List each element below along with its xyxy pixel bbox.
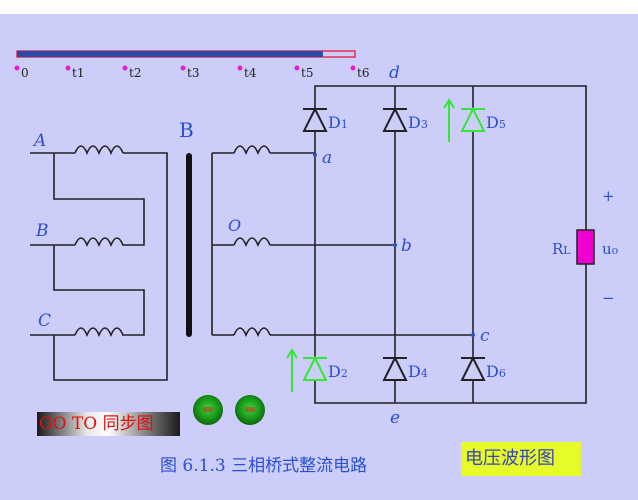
label-B: B	[35, 221, 49, 241]
timeline-marker[interactable]: t3	[180, 65, 200, 81]
timeline-marker[interactable]: 0	[14, 65, 29, 81]
diode-symbol-icon	[460, 355, 486, 381]
transformer-core	[186, 153, 192, 337]
marker-label: t6	[357, 66, 369, 80]
figure-caption: 图 6.1.3 三相桥式整流电路	[160, 456, 368, 476]
step-button[interactable]	[235, 395, 265, 425]
circuit-stage: 0 t1 t2 t3 t4 t5 t6 A B C B O RL uo + − D1 D3 D5…	[0, 14, 638, 500]
current-arrows	[286, 98, 455, 392]
diode-symbol-icon	[302, 355, 328, 381]
diode-d6: D6	[460, 355, 506, 381]
marker-label: t4	[244, 66, 257, 80]
diode-symbol-icon	[460, 106, 486, 132]
diode-d1: D1	[302, 106, 348, 132]
marker-label: t3	[187, 66, 199, 80]
node-a-label: a	[322, 148, 332, 168]
coil-b	[74, 237, 124, 248]
diode-symbol-icon	[382, 355, 408, 381]
diode-label: D3	[408, 113, 428, 132]
play-button[interactable]	[193, 395, 223, 425]
node-a-dot	[313, 153, 317, 157]
marker-dot	[294, 65, 300, 71]
node-b-label: b	[401, 236, 412, 256]
diode-symbol-icon	[382, 106, 408, 132]
diode-label: D6	[486, 362, 506, 381]
timeline-marker[interactable]: t6	[350, 65, 370, 81]
marker-label: t2	[129, 66, 141, 80]
diode-d4: D4	[382, 355, 428, 381]
primary-winding	[30, 145, 168, 381]
diode-d5: D5	[460, 106, 506, 132]
timeline: 0 t1 t2 t3 t4 t5 t6	[14, 65, 370, 81]
label-A: A	[32, 131, 46, 151]
minus-sign: −	[602, 289, 615, 307]
marker-dot	[180, 65, 186, 71]
marker-label: t1	[72, 66, 84, 80]
button-mark-icon	[203, 407, 213, 412]
output-voltage-label: uo	[602, 240, 619, 258]
node-b-dot	[393, 243, 397, 247]
secondary-winding	[211, 145, 473, 338]
diode-label: D1	[328, 113, 348, 132]
diode-d3: D3	[382, 106, 428, 132]
node-c-label: c	[480, 326, 490, 346]
current-arrow-bottom	[286, 348, 298, 392]
coil-c	[74, 327, 124, 338]
circuit-diagram: 0 t1 t2 t3 t4 t5 t6 A B C B O RL uo + − D1 D3 D5…	[14, 50, 619, 428]
progress-fill	[17, 51, 323, 57]
marker-dot	[350, 65, 356, 71]
load-resistor	[576, 229, 595, 265]
diode-label: D5	[486, 113, 506, 132]
marker-dot	[65, 65, 71, 71]
diode-symbol-icon	[302, 106, 328, 132]
coil-a	[74, 145, 124, 156]
marker-dot	[14, 65, 20, 71]
marker-label: 0	[21, 66, 29, 80]
resistor-label: RL	[552, 240, 571, 258]
current-arrow-top	[443, 98, 455, 142]
node-d-label: d	[389, 63, 400, 83]
diode-label: D2	[328, 362, 348, 381]
marker-dot	[237, 65, 243, 71]
marker-dot	[122, 65, 128, 71]
node-e-label: e	[390, 408, 400, 428]
node-c-dot	[471, 333, 475, 337]
diode-d2: D2	[302, 355, 348, 381]
timeline-marker[interactable]: t2	[122, 65, 142, 81]
core-label: B	[179, 118, 194, 142]
timeline-marker[interactable]: t4	[237, 65, 257, 81]
marker-label: t5	[301, 66, 313, 80]
waveform-button[interactable]: 电压波形图	[461, 442, 581, 476]
timeline-marker[interactable]: t5	[294, 65, 314, 81]
label-C: C	[38, 311, 51, 331]
button-mark-icon	[245, 407, 255, 412]
node-dots	[313, 153, 475, 337]
neutral-label: O	[228, 216, 241, 235]
goto-sync-button[interactable]: GO TO 同步图	[37, 412, 180, 436]
plus-sign: +	[602, 187, 615, 205]
diode-label: D4	[408, 362, 428, 381]
timeline-marker[interactable]: t1	[65, 65, 85, 81]
